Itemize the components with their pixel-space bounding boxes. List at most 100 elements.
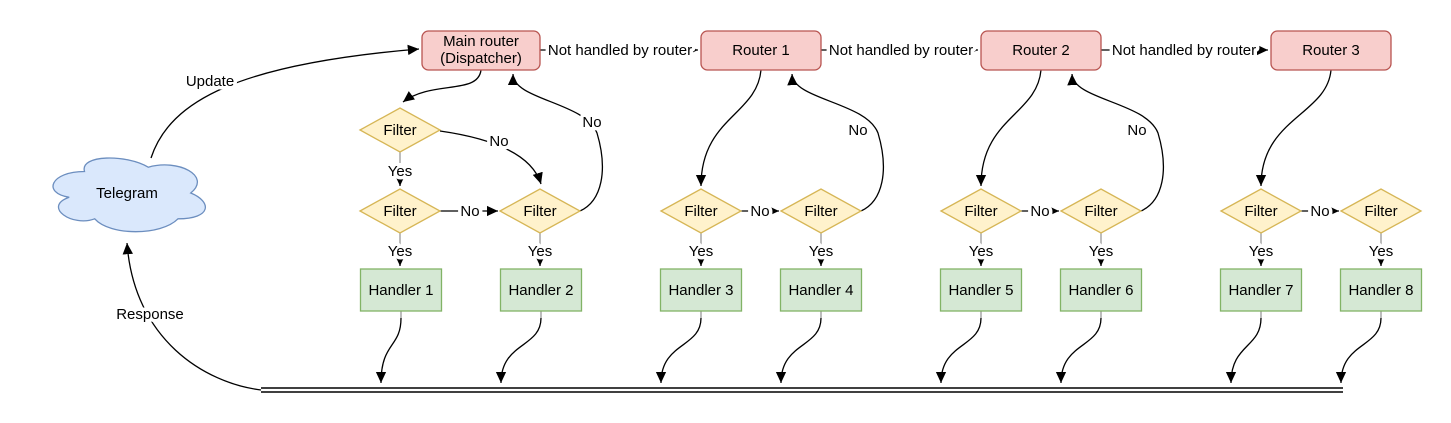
yes-label: Yes bbox=[388, 243, 412, 260]
edge-response bbox=[122, 242, 262, 391]
no-label: No bbox=[848, 122, 867, 139]
handler-label: Handler 2 bbox=[508, 282, 573, 299]
filter-diamond bbox=[939, 188, 1023, 234]
filter-diamond bbox=[498, 188, 582, 234]
filter-label: Filter bbox=[523, 203, 556, 220]
handler-label: Handler 1 bbox=[368, 282, 433, 299]
yes-label: Yes bbox=[689, 243, 713, 260]
filter-label: Filter bbox=[383, 203, 416, 220]
update-label: Update bbox=[186, 73, 234, 90]
filter-label: Filter bbox=[964, 203, 997, 220]
handler-node: Handler 7 bbox=[1219, 268, 1303, 312]
filter-node: Filter bbox=[659, 188, 743, 234]
connector-stubs bbox=[399, 152, 1382, 318]
router1-node: Router 1 bbox=[700, 30, 822, 71]
filter-diamond bbox=[779, 188, 863, 234]
main-router-node: Main router (Dispatcher) bbox=[421, 30, 541, 71]
no-label: No bbox=[1310, 203, 1329, 220]
handler-node: Handler 8 bbox=[1339, 268, 1423, 312]
no-label: No bbox=[750, 203, 769, 220]
yes-label: Yes bbox=[969, 243, 993, 260]
handler-label: Handler 3 bbox=[668, 282, 733, 299]
handler-label: Handler 5 bbox=[948, 282, 1013, 299]
handler-node: Handler 4 bbox=[779, 268, 863, 312]
telegram-label: Telegram bbox=[96, 185, 158, 202]
handler-box bbox=[1339, 268, 1423, 312]
router3-label: Router 3 bbox=[1302, 42, 1360, 59]
filter-node: Filter bbox=[779, 188, 863, 234]
yes-label: Yes bbox=[388, 163, 412, 180]
filter-diamond bbox=[659, 188, 743, 234]
filter-label: Filter bbox=[684, 203, 717, 220]
filter-node: Filter bbox=[498, 188, 582, 234]
filter-diamond bbox=[358, 107, 442, 153]
not-handled-label: Not handled by router bbox=[548, 42, 692, 59]
edge-no-back-to-router1 bbox=[787, 73, 884, 212]
response-label: Response bbox=[116, 306, 184, 323]
filter-label: Filter bbox=[804, 203, 837, 220]
edge-handler6-to-bus bbox=[1055, 317, 1102, 384]
edge-handler8-to-bus bbox=[1335, 317, 1382, 384]
yes-label: Yes bbox=[1249, 243, 1273, 260]
handler-node: Handler 2 bbox=[499, 268, 583, 312]
handler-box bbox=[359, 268, 443, 312]
no-label: No bbox=[460, 203, 479, 220]
edge-handler3-to-bus bbox=[655, 317, 702, 384]
router1-box bbox=[700, 30, 822, 71]
filter-label: Filter bbox=[1084, 203, 1117, 220]
edge-no-back-to-main bbox=[507, 73, 603, 212]
no-label: No bbox=[489, 133, 508, 150]
edge-router2-to-filter bbox=[975, 69, 1042, 187]
router2-label: Router 2 bbox=[1012, 42, 1070, 59]
not-handled-label: Not handled by router bbox=[829, 42, 973, 59]
filter-label: Filter bbox=[1244, 203, 1277, 220]
edge-handler1-to-bus bbox=[375, 317, 402, 384]
filter-node: Filter bbox=[358, 188, 442, 234]
edge-handler5-to-bus bbox=[935, 317, 982, 384]
edge-handler4-to-bus bbox=[775, 317, 822, 384]
handler-box bbox=[659, 268, 743, 312]
edge-main-to-filter bbox=[402, 69, 482, 103]
filter-label: Filter bbox=[1364, 203, 1397, 220]
handler-box bbox=[1219, 268, 1303, 312]
filter-diamond bbox=[1339, 188, 1423, 234]
filter-node: Filter bbox=[358, 107, 442, 153]
edge-no-back-to-router2 bbox=[1067, 73, 1164, 212]
main-router-box bbox=[421, 30, 541, 71]
router2-node: Router 2 bbox=[980, 30, 1102, 71]
telegram-cloud-node: Telegram bbox=[52, 157, 207, 233]
edge-update bbox=[150, 44, 420, 159]
filter-node: Filter bbox=[1059, 188, 1143, 234]
main-router-label-line2: (Dispatcher) bbox=[440, 50, 522, 67]
handler-box bbox=[1059, 268, 1143, 312]
handler-node: Handler 6 bbox=[1059, 268, 1143, 312]
filter-diamond bbox=[1059, 188, 1143, 234]
edge-handler7-to-bus bbox=[1225, 317, 1262, 384]
router3-box bbox=[1270, 30, 1392, 71]
handler-node: Handler 5 bbox=[939, 268, 1023, 312]
yes-label: Yes bbox=[1369, 243, 1393, 260]
handler-node: Handler 1 bbox=[359, 268, 443, 312]
handler-label: Handler 6 bbox=[1068, 282, 1133, 299]
yes-label: Yes bbox=[809, 243, 833, 260]
filter-node: Filter bbox=[1219, 188, 1303, 234]
edges bbox=[122, 44, 1387, 393]
router3-node: Router 3 bbox=[1270, 30, 1392, 71]
filter-diamond bbox=[1219, 188, 1303, 234]
edge-router1-to-filter bbox=[695, 69, 762, 187]
edge-main-filter-no bbox=[439, 130, 543, 185]
handler-label: Handler 4 bbox=[788, 282, 853, 299]
router1-label: Router 1 bbox=[732, 42, 790, 59]
no-label: No bbox=[582, 114, 601, 131]
handler-box bbox=[779, 268, 863, 312]
handler-box bbox=[499, 268, 583, 312]
filter-diamond bbox=[358, 188, 442, 234]
cloud-shape bbox=[52, 157, 207, 233]
handler-box bbox=[939, 268, 1023, 312]
filter-node: Filter bbox=[1339, 188, 1423, 234]
main-router-label-line1: Main router bbox=[443, 33, 519, 50]
edge-router3-to-filter bbox=[1255, 69, 1332, 187]
router2-box bbox=[980, 30, 1102, 71]
